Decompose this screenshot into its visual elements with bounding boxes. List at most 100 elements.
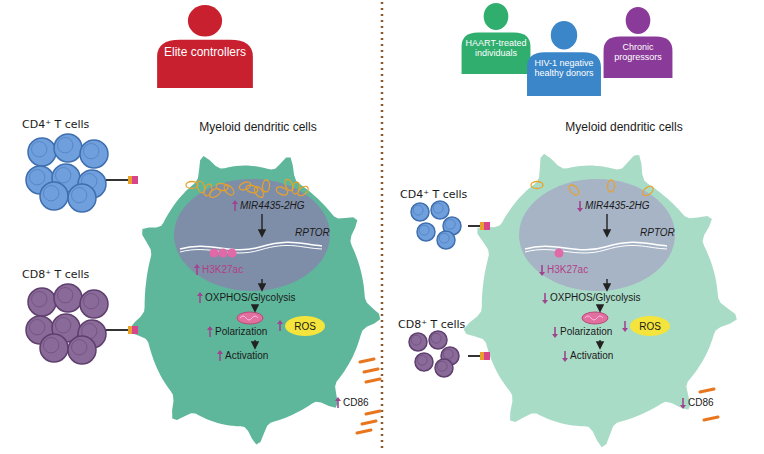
pathway-arrow: [254, 340, 255, 348]
dendritic-cell: Myeloid dendritic cellsROS: [138, 118, 378, 450]
pathway-label: H3K27ac: [202, 264, 243, 276]
pathway-arrow: [606, 279, 607, 290]
heading: Myeloid dendritic cells: [490, 118, 758, 134]
chromatin-loop: [567, 183, 580, 197]
ros-oval: ROS: [285, 316, 325, 336]
dendritic-cell: Myeloid dendritic cellsROS: [490, 118, 758, 450]
t-cell: [431, 201, 449, 219]
chromatin-loop: [262, 180, 270, 192]
receptor-head: [484, 222, 490, 230]
pathway-label: Activation: [225, 350, 268, 362]
increase-arrow: [197, 292, 203, 296]
population-icon: Elite controllers: [148, 4, 262, 88]
pathway-label: MIR4435-2HG: [585, 200, 649, 212]
receptor-head: [132, 176, 138, 184]
t-cell-nucleus: [57, 138, 72, 153]
chromatin-loop: [275, 185, 289, 196]
cd86-receptor: [357, 430, 371, 433]
decrease-arrow: [622, 328, 628, 332]
increase-arrow: [217, 350, 223, 354]
population-icon: Chronic progressors: [597, 6, 679, 78]
t-cell-nucleus: [433, 203, 443, 213]
cd86-receptor: [362, 421, 376, 424]
divider: [381, 2, 384, 452]
population-label: HAART-treated individuals: [463, 38, 529, 59]
t-cell: [28, 138, 56, 166]
tcr-connector: [468, 222, 490, 230]
increase-arrow: [194, 264, 200, 268]
tcr-connector: [468, 352, 490, 360]
t-cell: [429, 331, 447, 349]
tcr-connector: [106, 326, 138, 334]
increase-arrow: [207, 326, 213, 330]
heading: CD4⁺ T cells: [400, 188, 478, 201]
nucleus: [519, 179, 675, 291]
person-body: [527, 52, 601, 96]
person-body: [462, 33, 531, 74]
cd86-receptor: [360, 359, 374, 362]
t-cell-nucleus: [56, 318, 71, 333]
t-cell: [54, 284, 82, 312]
chromatin-loop: [186, 182, 198, 189]
decrease-arrow: [680, 405, 686, 409]
chromatin-loop: [196, 180, 207, 194]
t-cell-nucleus: [72, 188, 87, 203]
receptor-head: [480, 222, 484, 230]
dendritic-cell-body: [130, 156, 381, 445]
tcr-connector: [106, 176, 138, 184]
pathway-arrow: [599, 306, 600, 311]
chromatin-loop: [531, 182, 543, 189]
t-cell-nucleus: [84, 144, 99, 159]
person-body: [157, 40, 253, 88]
nucleus: [174, 179, 330, 291]
pathway-arrow: [606, 214, 607, 236]
ros-oval: ROS: [630, 316, 670, 336]
dna-strand: [525, 242, 667, 250]
chromatin-loop: [216, 183, 229, 192]
person-head: [551, 21, 577, 50]
receptor-head: [132, 326, 138, 334]
t-cell: [409, 333, 427, 351]
pathway-label: Polarization: [215, 326, 267, 338]
pathway-arrow: [599, 340, 600, 348]
cd86-receptor: [704, 417, 718, 420]
decrease-arrow: [539, 272, 545, 276]
heading: CD4⁺ T cells: [22, 118, 116, 131]
dendritic-cell-body: [464, 154, 737, 447]
person-body: [604, 37, 673, 78]
t-cell-nucleus: [44, 338, 59, 353]
t-cell-nucleus: [417, 355, 427, 365]
t-cell-nucleus: [437, 361, 447, 371]
t-cell-nucleus: [413, 205, 423, 215]
t-cell-cluster: CD8⁺ T cells: [398, 318, 478, 374]
t-cell-nucleus: [411, 335, 421, 345]
pathway-arrow: [261, 279, 262, 290]
nucleosome: [555, 249, 564, 258]
mitochondrion-cristae: [240, 316, 258, 320]
t-cell-nucleus: [445, 219, 455, 229]
t-cell: [54, 134, 82, 162]
t-cell: [80, 140, 108, 168]
t-cell-nucleus: [30, 170, 45, 185]
t-cell-cluster: CD8⁺ T cells: [22, 268, 116, 360]
pathway-label: MIR4435-2HG: [240, 200, 304, 212]
heading: CD8⁺ T cells: [22, 268, 116, 281]
t-cell: [411, 203, 429, 221]
pathway-arrow: [261, 214, 262, 236]
receptor-head: [128, 176, 132, 184]
chromatin-loop: [253, 185, 266, 199]
t-cell-nucleus: [57, 288, 72, 303]
t-cell-nucleus: [443, 349, 453, 359]
pathway-label: RPTOR: [295, 227, 330, 239]
person-head: [188, 5, 222, 37]
t-cell: [80, 290, 108, 318]
t-cell: [28, 288, 56, 316]
nucleosome: [210, 249, 219, 258]
pathway-label: CD86: [688, 397, 714, 409]
receptor-head: [128, 326, 132, 334]
t-cell: [417, 223, 435, 241]
dna-strand: [525, 245, 667, 253]
ros-label: ROS: [639, 321, 661, 332]
ros-label: ROS: [294, 321, 316, 332]
